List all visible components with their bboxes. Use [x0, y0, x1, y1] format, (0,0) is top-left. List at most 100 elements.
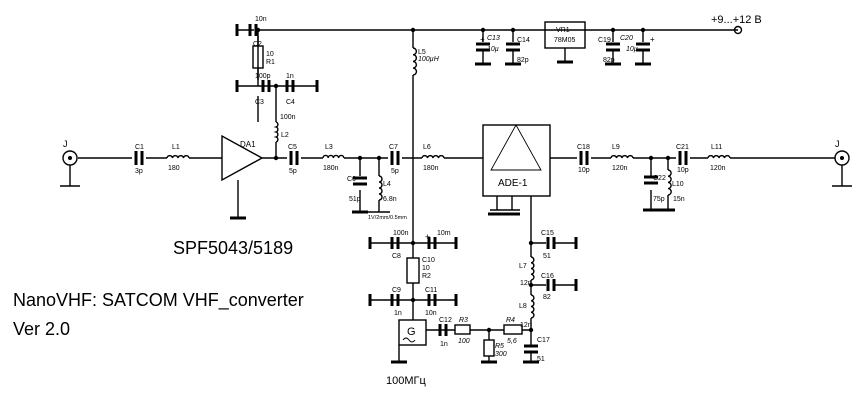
value-c2: 10n — [255, 16, 267, 23]
label-r4: R4 — [506, 317, 515, 324]
value-l10: 15n — [673, 196, 685, 203]
value-l8: 12n — [520, 322, 532, 329]
value-c9: 1n — [394, 310, 402, 317]
label-r2: R2 — [422, 273, 431, 280]
value-r4: 5,6 — [507, 338, 517, 345]
supply-label: +9...+12 В — [711, 14, 762, 26]
value-c18: 10p — [578, 167, 590, 174]
input-connector-symbol — [60, 150, 80, 187]
value-c4: 1n — [286, 73, 294, 80]
label-c14: C14 — [517, 37, 530, 44]
value-c14: 82p — [517, 57, 529, 64]
connector-label-in: J — [63, 139, 68, 149]
value-c20: 10µ — [626, 46, 638, 53]
svg-text:+: + — [425, 232, 430, 242]
value-l6: 180n — [423, 165, 439, 172]
svg-text:+: + — [480, 35, 485, 44]
value-r2: 10 — [422, 265, 430, 272]
label-c15: C15 — [541, 230, 554, 237]
value-l9: 120n — [612, 165, 628, 172]
version-label: Ver 2.0 — [13, 319, 70, 339]
value-c3: 100p — [255, 73, 271, 80]
oscillator-box — [398, 319, 427, 346]
value-r3: 100 — [458, 338, 470, 345]
value-r1: 10 — [266, 51, 274, 58]
label-da1: DA1 — [240, 140, 256, 149]
value-c11: 10n — [425, 310, 437, 317]
value-c10: 10m — [437, 230, 451, 237]
amplifier-part-number: SPF5043/5189 — [173, 238, 293, 258]
label-l6: L6 — [423, 144, 431, 151]
value-c21: 10p — [677, 167, 689, 174]
value-l4: 6.8n — [383, 196, 397, 203]
label-c8: C8 — [392, 253, 401, 260]
value-c1: 3p — [135, 168, 143, 175]
label-c16: C16 — [541, 273, 554, 280]
value-l11: 120n — [710, 165, 726, 172]
value-l3: 180n — [323, 165, 339, 172]
label-c22: C22 — [653, 175, 666, 182]
label-c5: C5 — [288, 144, 297, 151]
value-l5: 100µH — [418, 56, 440, 63]
value-c15: 51 — [543, 253, 551, 260]
mixer-ade1 — [482, 124, 551, 197]
label-l7: L7 — [519, 263, 527, 270]
supply-terminal — [733, 25, 743, 35]
label-l5: L5 — [418, 49, 426, 56]
component-labels: J C1 3p L1 180 DA1 C5 5p L3 180n C6 51p … — [63, 14, 840, 387]
svg-text:+: + — [650, 35, 655, 44]
label-l10: L10 — [672, 181, 684, 188]
resistor-r5 — [483, 339, 495, 357]
label-c20: C20 — [620, 35, 633, 42]
value-c16: 82 — [543, 294, 551, 301]
label-l1: L1 — [172, 144, 180, 151]
label-c9: C9 — [392, 287, 401, 294]
regulator-box — [544, 21, 586, 49]
value-c17: 51 — [537, 356, 545, 363]
label-c6: C6 — [347, 176, 356, 183]
label-c4: C4 — [286, 99, 295, 106]
value-vr1: 78M05 — [554, 37, 576, 44]
value-c22: 75p — [653, 196, 665, 203]
oscillator-symbol: G — [407, 326, 416, 338]
project-title: NanoVHF: SATCOM VHF_converter — [13, 290, 304, 311]
label-c7: C7 — [389, 144, 398, 151]
value-r5: 300 — [495, 351, 507, 358]
label-c19: C19 — [598, 37, 611, 44]
wiring — [78, 29, 835, 362]
oscillator-frequency: 100МГц — [386, 375, 426, 387]
label-c11: C11 — [425, 287, 437, 294]
label-c18: C18 — [577, 144, 590, 151]
label-l4: L4 — [383, 181, 391, 188]
value-c13: 10µ — [487, 46, 499, 53]
ground-symbols — [230, 24, 675, 364]
value-l2: 100n — [280, 114, 296, 121]
label-l8: L8 — [519, 303, 527, 310]
value-c6: 51p — [349, 196, 361, 203]
label-l3: L3 — [325, 144, 333, 151]
label-l11: L11 — [711, 144, 722, 151]
value-l1: 180 — [168, 165, 180, 172]
resistors — [252, 36, 523, 362]
value-c5: 5p — [289, 168, 297, 175]
label-c1: C1 — [135, 144, 144, 151]
label-c3: C3 — [255, 99, 264, 106]
resistor-r2 — [406, 257, 420, 284]
label-l2: L2 — [281, 132, 289, 139]
label-r3: R3 — [459, 317, 468, 324]
label-c17: C17 — [537, 337, 550, 344]
value-c7: 5p — [391, 168, 399, 175]
junction-dots — [255, 27, 671, 333]
resistor-r4 — [503, 324, 523, 335]
value-l7: 12n — [520, 280, 532, 287]
label-c2: C2 — [253, 41, 262, 48]
inductors — [166, 47, 731, 319]
label-l9: L9 — [612, 144, 620, 151]
connector-label-out: J — [835, 139, 840, 149]
label-vr1: VR1 — [556, 27, 570, 34]
output-connector-symbol — [832, 150, 852, 187]
capacitors — [134, 24, 688, 354]
label-mixer: ADE-1 — [498, 178, 528, 189]
value-c19: 82p — [603, 57, 615, 64]
